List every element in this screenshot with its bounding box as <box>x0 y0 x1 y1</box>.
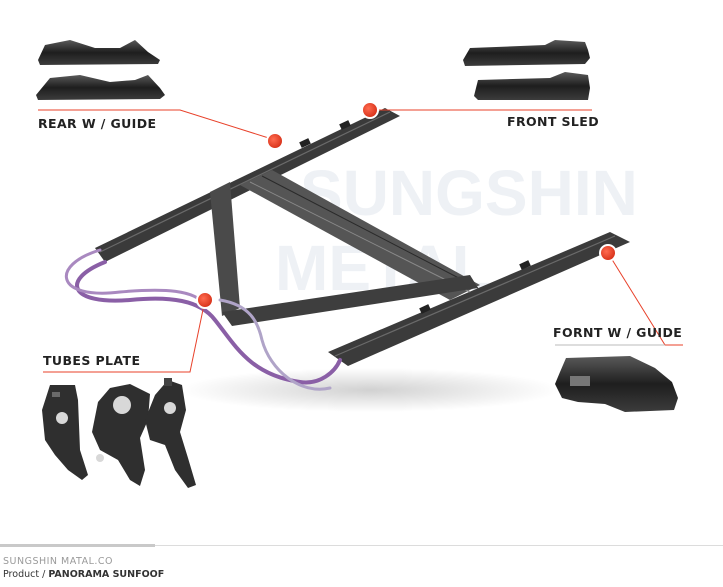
hotspot-front-guide[interactable] <box>599 244 617 262</box>
footer-product-prefix: Product / <box>3 569 46 580</box>
hotspot-tubes-plate[interactable] <box>196 291 214 309</box>
tubes-plate-part-3 <box>145 378 196 488</box>
hotspot-front-sled[interactable] <box>361 101 379 119</box>
lower-crossbar <box>222 275 478 326</box>
rear-guide-parts <box>36 40 165 100</box>
hotspots <box>196 101 617 309</box>
footer-product: Product / PANORAMA SUNFOOF <box>3 569 164 580</box>
footer-company: SUNGSHIN MATAL.CO <box>3 556 113 567</box>
callout-front-guide: FORNT W / GUIDE <box>553 325 683 340</box>
tubes-plate-line <box>43 299 206 373</box>
callout-tubes-plate: TUBES PLATE <box>43 353 141 368</box>
tubes-plate-parts <box>42 378 196 488</box>
front-sled-parts <box>463 40 590 100</box>
footer-divider <box>0 545 723 546</box>
sunroof-frame <box>95 108 630 366</box>
left-crossbar <box>210 182 240 316</box>
drain-tubes <box>64 248 342 391</box>
tubes-plate-part-2 <box>92 384 150 486</box>
front-guide-part <box>555 356 678 412</box>
callout-front-sled: FRONT SLED <box>507 114 600 129</box>
right-rail <box>328 232 630 366</box>
tubes-plate-part-1 <box>42 385 88 480</box>
rear-guide-line <box>38 109 276 141</box>
hotspot-rear-guide[interactable] <box>266 132 284 150</box>
footer-product-name: PANORAMA SUNFOOF <box>48 569 165 580</box>
floor-shadow <box>180 368 560 412</box>
footer-accent-bar <box>0 544 155 547</box>
callout-rear-guide: REAR W / GUIDE <box>38 116 157 131</box>
